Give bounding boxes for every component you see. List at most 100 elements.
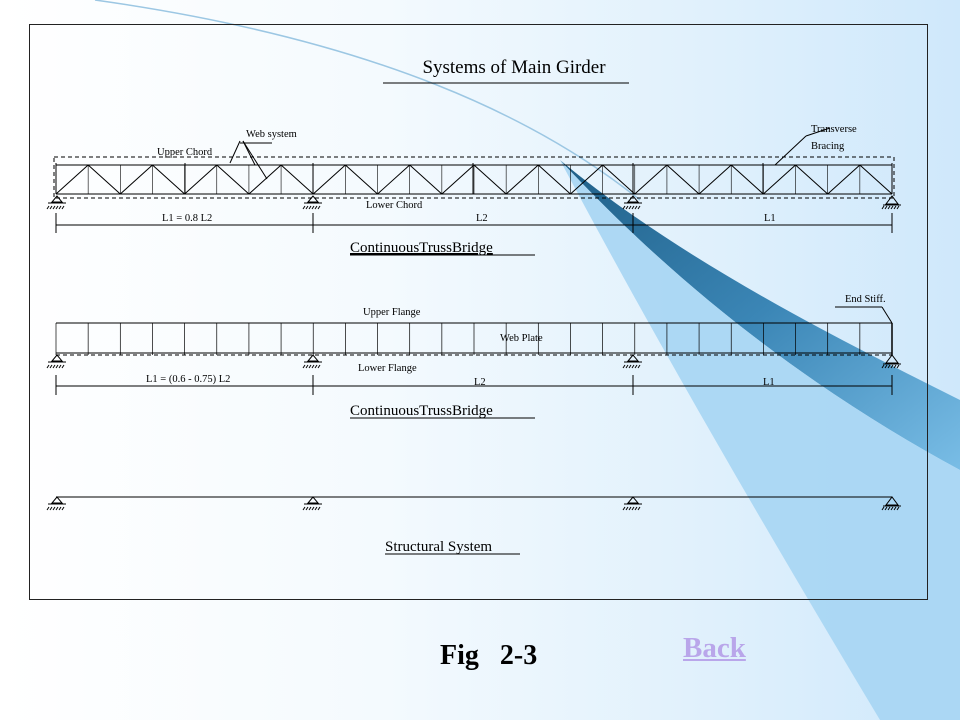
web-diagonal bbox=[280, 164, 314, 195]
support-triangle bbox=[885, 496, 899, 506]
support-hatch bbox=[881, 205, 885, 210]
support-hatch bbox=[55, 205, 59, 210]
support-hatch bbox=[49, 506, 53, 511]
support-hatch bbox=[881, 506, 885, 511]
support-hatch bbox=[625, 506, 629, 511]
support-hatch bbox=[896, 364, 900, 369]
support-hatch bbox=[314, 364, 318, 369]
fixed-support bbox=[622, 496, 642, 511]
support-triangle bbox=[50, 195, 64, 203]
web-diagonal bbox=[184, 164, 218, 195]
support-hatch bbox=[887, 364, 891, 369]
web-diagonal bbox=[248, 164, 282, 195]
leader bbox=[242, 140, 268, 180]
bracing-outline bbox=[53, 156, 895, 199]
support-hatch bbox=[317, 506, 321, 511]
support-hatch bbox=[622, 364, 626, 369]
support-hatch bbox=[314, 205, 318, 210]
roller-support bbox=[881, 496, 901, 511]
label-lower-chord: Lower Chord bbox=[366, 200, 423, 211]
label-transverse: Transverse bbox=[811, 124, 857, 135]
web-diagonal bbox=[312, 164, 346, 195]
support-hatch bbox=[893, 364, 897, 369]
back-link[interactable]: Back bbox=[683, 632, 746, 664]
figure-frame: Systems of Main Girder Upper Chord Web s… bbox=[29, 24, 928, 600]
support-hatch bbox=[622, 205, 626, 210]
fixed-support bbox=[46, 354, 66, 369]
web-diagonal bbox=[505, 164, 539, 195]
support-hatch bbox=[61, 364, 65, 369]
leader bbox=[229, 140, 241, 164]
web-diagonal bbox=[377, 164, 411, 195]
support-triangle bbox=[885, 195, 899, 205]
support-hatch bbox=[61, 205, 65, 210]
web-diagonal bbox=[537, 164, 571, 195]
support-hatch bbox=[52, 506, 56, 511]
support-hatch bbox=[634, 506, 638, 511]
support-hatch bbox=[302, 364, 306, 369]
support-hatch bbox=[637, 205, 641, 210]
support-hatch bbox=[896, 506, 900, 511]
support-hatch bbox=[896, 205, 900, 210]
support-triangle bbox=[306, 496, 320, 504]
support-hatch bbox=[890, 205, 894, 210]
support-triangle bbox=[306, 195, 320, 203]
structural-system bbox=[46, 496, 901, 511]
support-triangle bbox=[626, 354, 640, 362]
fixed-support bbox=[46, 195, 66, 210]
support-hatch bbox=[46, 506, 50, 511]
span-label-3: L1 bbox=[763, 377, 775, 388]
support-hatch bbox=[58, 205, 62, 210]
support-hatch bbox=[317, 205, 321, 210]
support-hatch bbox=[884, 364, 888, 369]
support-hatch bbox=[628, 364, 632, 369]
support-hatch bbox=[311, 205, 315, 210]
web-diagonal bbox=[666, 164, 700, 195]
support-hatch bbox=[55, 364, 59, 369]
support-triangle bbox=[306, 354, 320, 362]
support-triangle bbox=[50, 496, 64, 504]
label-lower-flange: Lower Flange bbox=[358, 363, 417, 374]
support-hatch bbox=[893, 506, 897, 511]
fixed-support bbox=[46, 496, 66, 511]
web-diagonal bbox=[859, 164, 893, 195]
support-hatch bbox=[631, 506, 635, 511]
web-diagonal bbox=[441, 164, 475, 195]
web-diagonal bbox=[827, 164, 861, 195]
support-hatch bbox=[58, 364, 62, 369]
roller-support bbox=[881, 195, 901, 210]
fixed-support bbox=[302, 195, 322, 210]
support-hatch bbox=[55, 506, 59, 511]
support-hatch bbox=[61, 506, 65, 511]
support-hatch bbox=[893, 205, 897, 210]
web-diagonal bbox=[55, 164, 89, 195]
support-hatch bbox=[637, 506, 641, 511]
support-hatch bbox=[628, 205, 632, 210]
label-end-stiff: End Stiff. bbox=[845, 294, 886, 305]
web-diagonal bbox=[570, 164, 603, 195]
diagram-title: Systems of Main Girder bbox=[422, 57, 606, 78]
support-triangle bbox=[885, 354, 899, 364]
web-diagonal bbox=[698, 164, 732, 195]
roller-support bbox=[881, 354, 901, 369]
support-hatch bbox=[625, 364, 629, 369]
support-hatch bbox=[305, 205, 309, 210]
support-hatch bbox=[305, 364, 309, 369]
leader bbox=[774, 135, 807, 166]
truss-bridge-title: ContinuousTrussBridge bbox=[350, 240, 493, 256]
fixed-support bbox=[302, 354, 322, 369]
structural-title: Structural System bbox=[385, 539, 492, 555]
web-diagonal bbox=[152, 164, 185, 195]
support-hatch bbox=[46, 364, 50, 369]
figure-caption: Fig 2-3 bbox=[440, 640, 538, 671]
web-diagonal bbox=[473, 164, 507, 195]
web-diagonal bbox=[345, 164, 378, 195]
web-diagonal bbox=[634, 164, 668, 195]
support-hatch bbox=[637, 364, 641, 369]
span-label-2: L2 bbox=[474, 377, 486, 388]
web-diagonal bbox=[216, 164, 250, 195]
support-hatch bbox=[317, 364, 321, 369]
support-hatch bbox=[302, 506, 306, 511]
support-hatch bbox=[622, 506, 626, 511]
